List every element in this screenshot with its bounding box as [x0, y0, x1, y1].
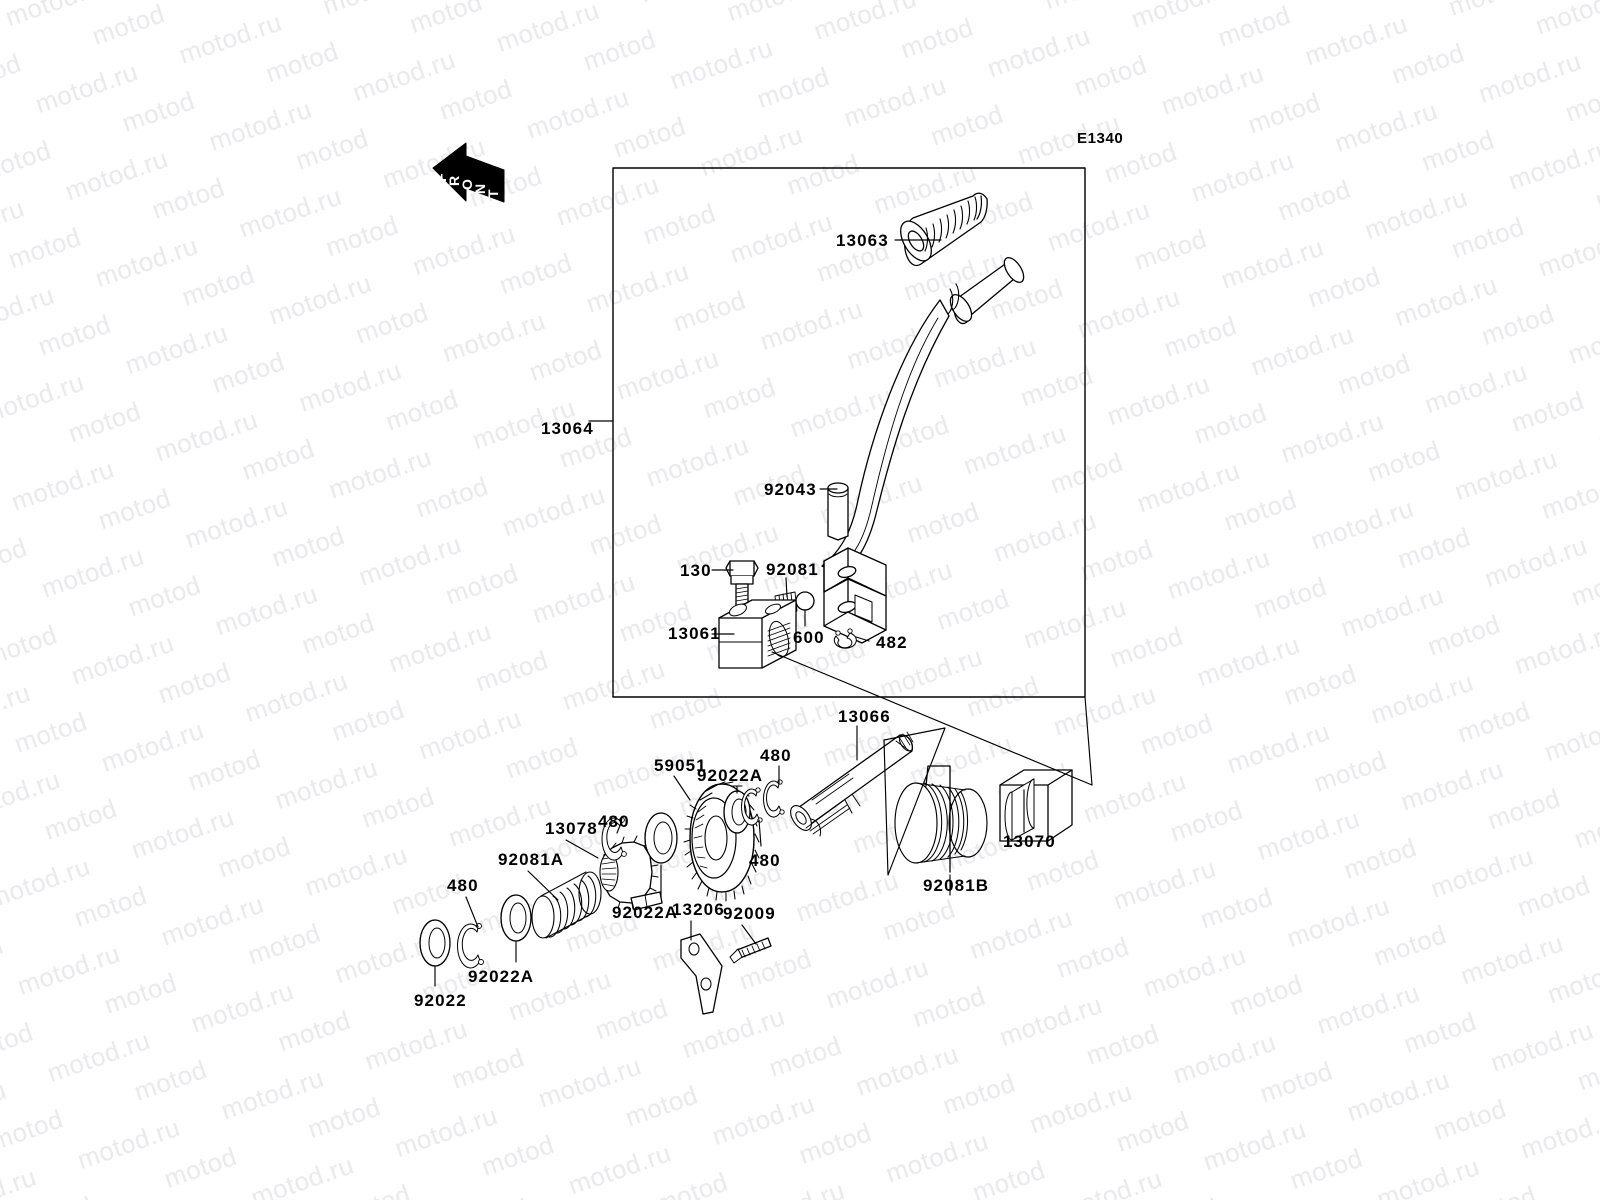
callout-480-a: 480 [447, 876, 479, 895]
callout-92081: 92081 [766, 560, 819, 579]
callout-480-d: 480 [760, 746, 792, 765]
callout-92022: 92022 [414, 991, 467, 1010]
callout-92043: 92043 [764, 480, 817, 499]
callout-92022A-a: 92022A [468, 967, 535, 986]
callout-482: 482 [876, 633, 908, 652]
callout-13070: 13070 [1003, 832, 1056, 851]
callout-92022A-b: 92022A [612, 903, 679, 922]
callout-92081B: 92081B [923, 876, 990, 895]
callout-600: 600 [793, 628, 825, 647]
callout-13064: 13064 [541, 419, 594, 438]
callout-13061: 13061 [668, 624, 721, 643]
callout-13206: 13206 [672, 900, 725, 919]
callout-13063: 13063 [836, 231, 889, 250]
diagram-code: E1340 [1077, 130, 1124, 147]
callout-480-b: 480 [598, 812, 630, 831]
callout-130: 130 [680, 561, 712, 580]
callout-480-e: 480 [749, 851, 781, 870]
callout-13078: 13078 [545, 819, 598, 838]
callout-92022A-c: 92022A [697, 766, 764, 785]
callout-92081A: 92081A [498, 850, 565, 869]
callout-92009: 92009 [723, 904, 776, 923]
callout-13066: 13066 [838, 707, 891, 726]
